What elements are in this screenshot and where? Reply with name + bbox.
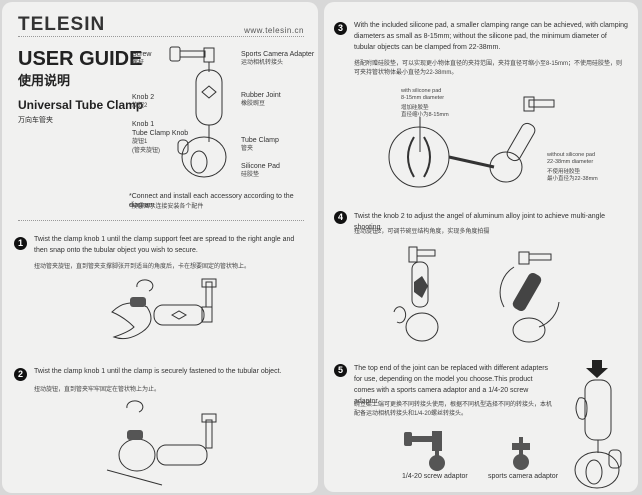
product-name: Universal Tube Clamp	[18, 98, 144, 112]
step-1-text-cn: 扭动管夹旋钮，直到管夹支撑脚张开到适当的角度后，卡在想要固定的管状物上。	[34, 264, 251, 270]
install-note-cn: *按照图示连接安装各个配件	[129, 204, 204, 210]
step-1-text: Twist the clamp knob 1 until the clamp s…	[34, 236, 295, 254]
without-pad-label-cn: 不使用硅胶垫 最小直径为22-38mm	[547, 169, 598, 182]
screw-adaptor-icon	[404, 431, 445, 471]
step-5-text: The top end of the joint can be replaced…	[354, 365, 549, 405]
screw-adaptor-label: 1/4-20 screw adaptor	[402, 473, 468, 480]
step-5-number: 5	[334, 364, 347, 377]
sports-camera-adaptor-label: sports camera adaptor	[488, 473, 559, 480]
step-4-text: Twist the knob 2 to adjust the angel of …	[354, 213, 605, 231]
step-1-illustration	[111, 278, 217, 340]
with-pad-label: with silicone pad 8-15mm diameter	[401, 88, 445, 101]
step-5-text-cn: 碗豆柔上端可更换不同转接头使用，根据不同机型选择不同的转接头，本机配备运动相机转…	[354, 402, 553, 417]
step-3-illustration	[388, 96, 555, 188]
install-note: *Connect and install each accessory acco…	[129, 193, 294, 209]
step-2-illustration	[106, 400, 217, 486]
step-2-text-cn: 扭动旋钮，直到管夹牢牢固定在管状物上为止。	[34, 387, 161, 393]
step-4-text-cn: 扭动旋钮2，可调节碗豆结构角度，实现多角度拍摄	[354, 229, 490, 235]
product-name-cn: 万向车管夹	[18, 117, 53, 124]
step-4-number: 4	[334, 211, 347, 224]
step-1-number: 1	[14, 237, 27, 250]
left-page: TELESIN www.telesin.cn USER GUIDE 使用说明 U…	[2, 2, 318, 493]
without-pad-label: without silicone pad 22-38mm diameter	[547, 152, 596, 165]
page-title: USER GUIDE	[18, 48, 143, 70]
adapter-replace-illustration	[574, 360, 622, 489]
right-page: 3 With the included silicone pad, a smal…	[324, 2, 638, 492]
step-3-text: With the included silicone pad, a smalle…	[354, 22, 628, 51]
telesin-logo: TELESIN	[18, 14, 106, 35]
divider	[18, 36, 304, 37]
with-pad-label-cn: 增加硅胶垫 直径缩小为8-15mm	[401, 105, 449, 118]
page-title-cn: 使用说明	[18, 73, 71, 88]
divider	[18, 220, 304, 221]
product-diagram	[169, 46, 227, 178]
step-2-number: 2	[14, 368, 27, 381]
website-url: www.telesin.cn	[244, 26, 304, 35]
step-3-text-cn: 搭配附赠硅胶垫，可以实现更小物体直径的夹持范围，夹持直径可缩小至8-15mm；不…	[354, 61, 623, 76]
sports-camera-adaptor-icon	[512, 437, 530, 470]
step-3-number: 3	[334, 22, 347, 35]
step-4-illustration	[393, 246, 560, 343]
step-2-text: Twist the clamp knob 1 until the clamp i…	[34, 368, 282, 375]
